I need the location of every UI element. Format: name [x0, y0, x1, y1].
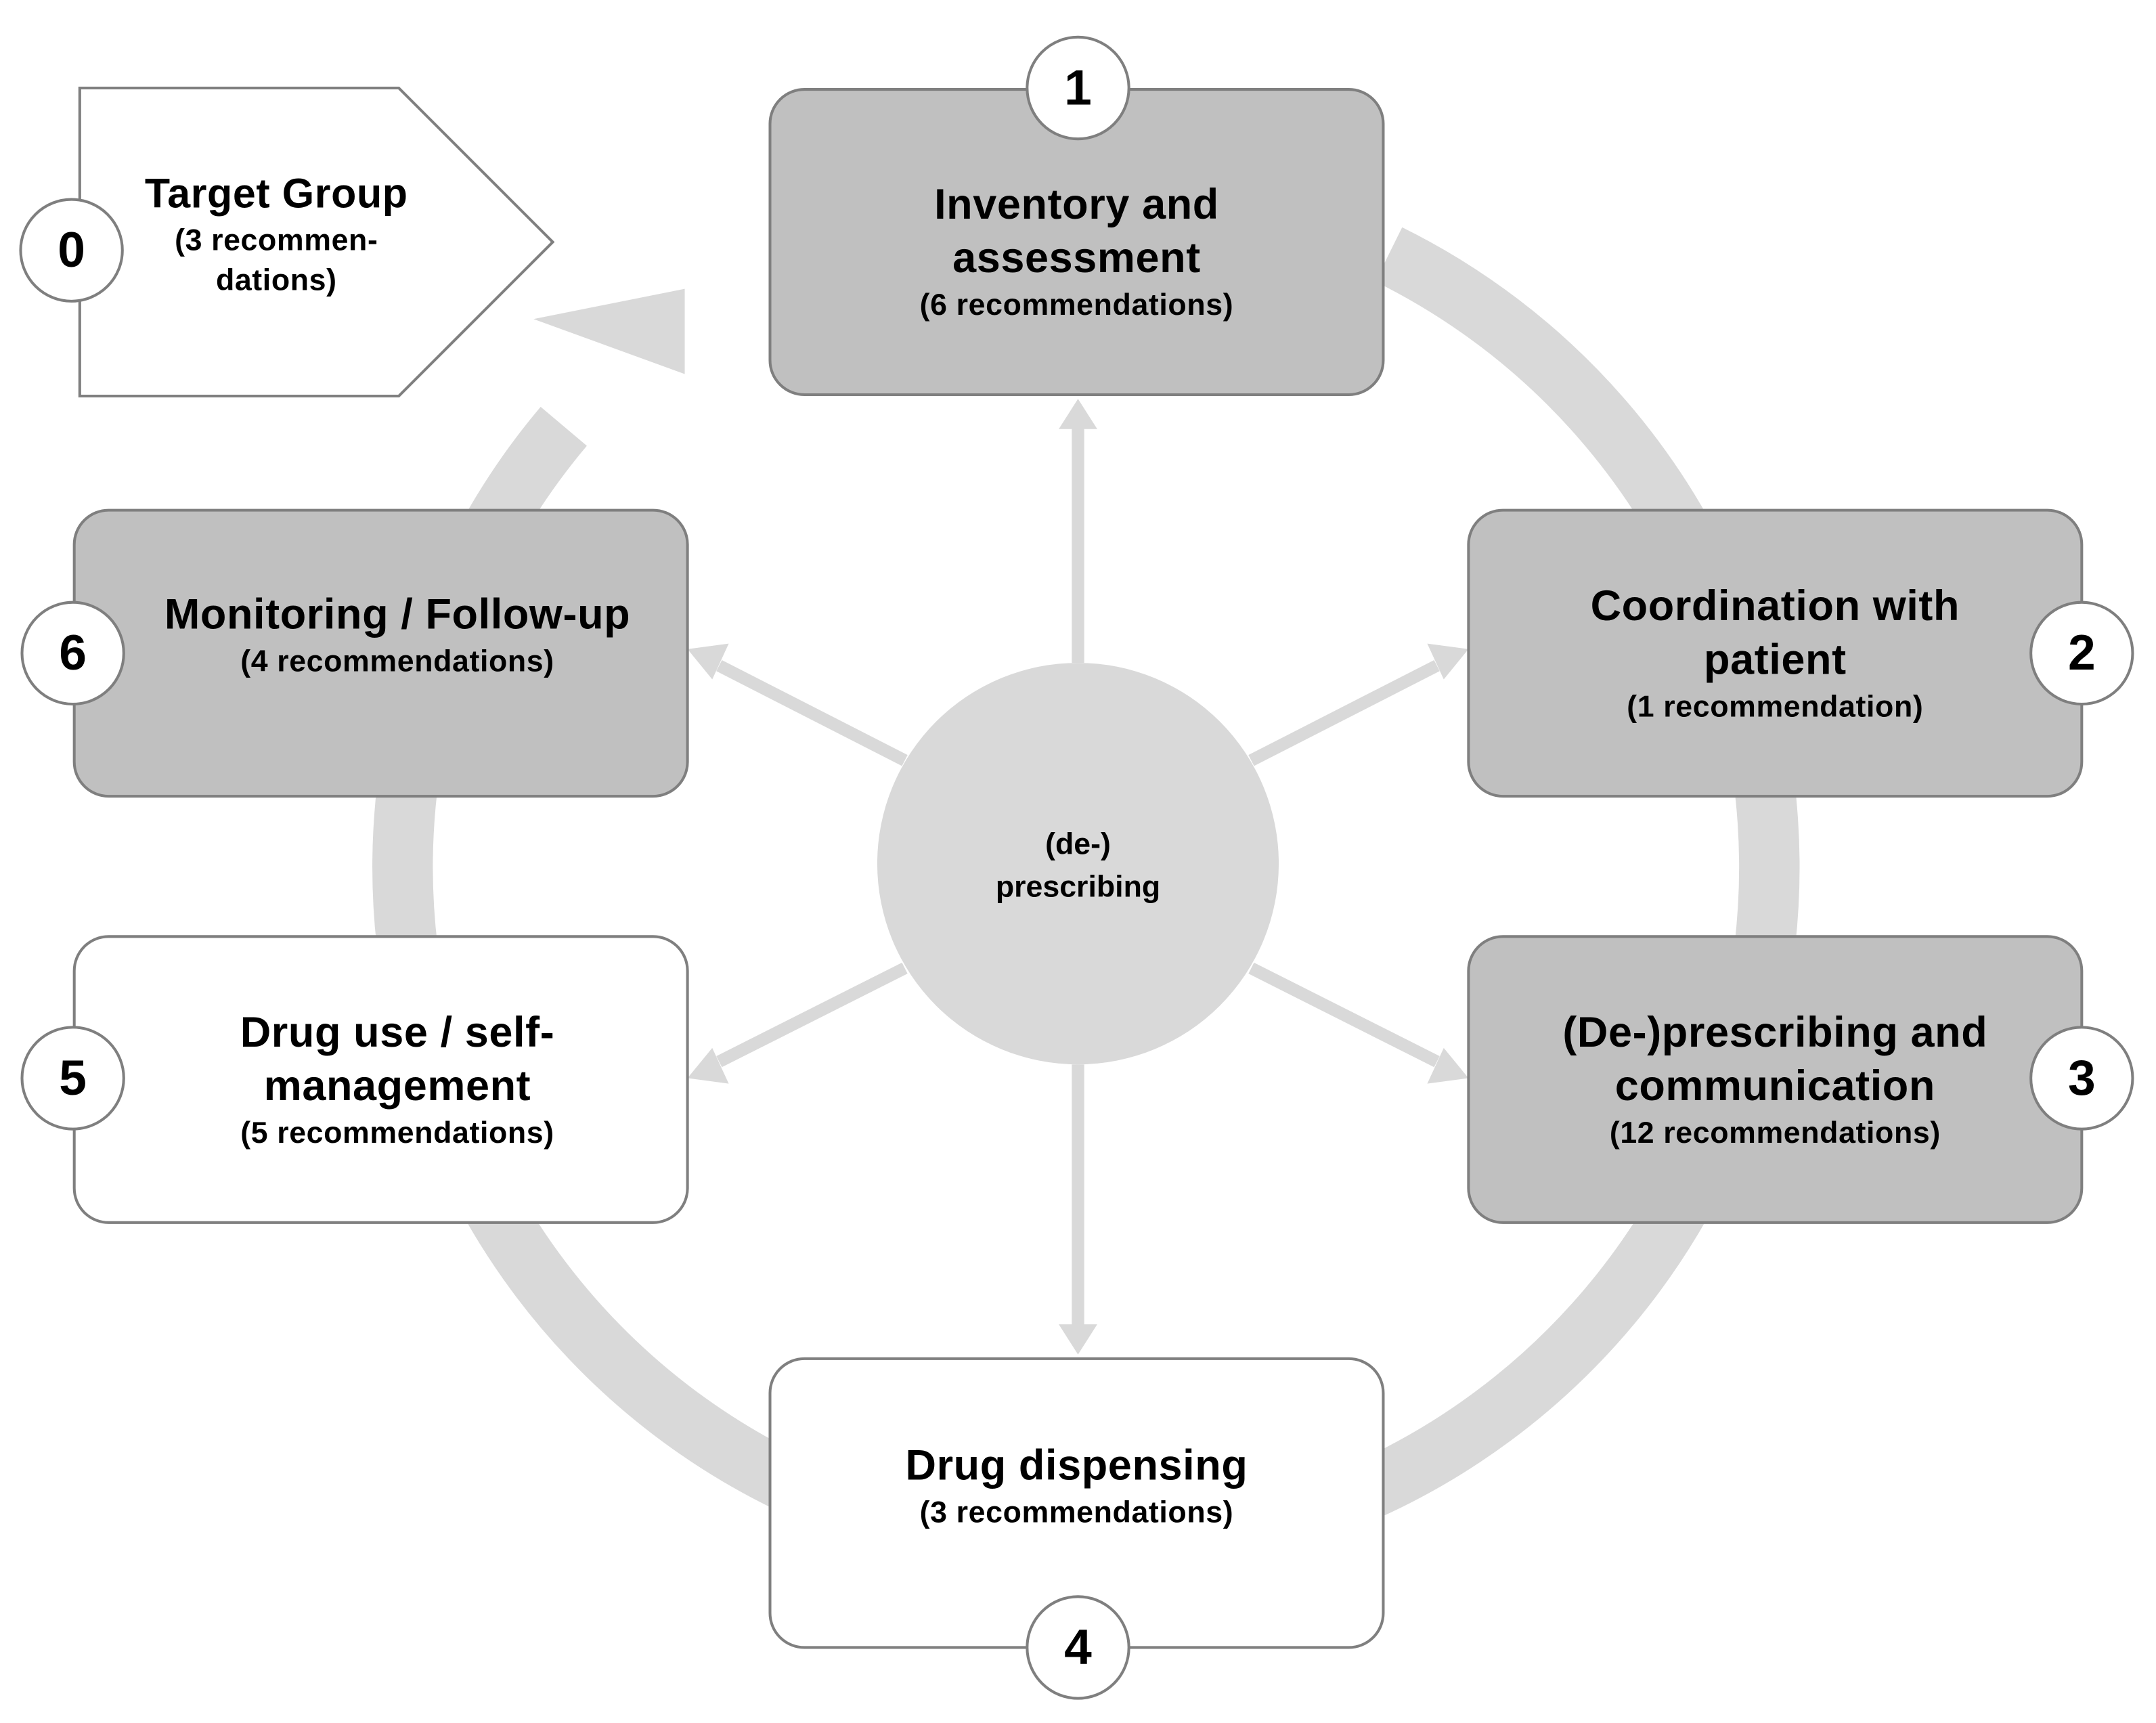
step-2-title: Coordination with patient	[1590, 582, 1960, 684]
step-4-number-badge: 4	[1026, 1595, 1130, 1700]
hub-circle	[877, 663, 1279, 1065]
step-6-title: Monitoring / Follow-up	[164, 589, 631, 638]
spoke-to-step-5	[716, 962, 908, 1068]
step-5-title: Drug use / self- management	[240, 1007, 555, 1110]
spoke-arrowhead-1	[1059, 399, 1097, 429]
step-5-subtitle: (5 recommendations)	[240, 1115, 554, 1150]
step-5-box: Drug use / self- management (5 recommend…	[72, 935, 689, 1224]
step-3-box: (De-)prescribing and communication (12 r…	[1467, 935, 2084, 1224]
step-6-box: Monitoring / Follow-up (4 recommendation…	[72, 508, 689, 798]
target-group-number-badge: 0	[19, 198, 124, 303]
hub-label: (de-) prescribing	[995, 826, 1161, 904]
spoke-to-step-6	[716, 659, 908, 766]
step-6-subtitle: (4 recommendations)	[240, 642, 554, 678]
step-1-subtitle: (6 recommendations)	[919, 287, 1234, 322]
step-3-title: (De-)prescribing and communication	[1562, 1007, 1988, 1110]
spoke-to-step-3	[1248, 962, 1440, 1068]
step-2-box: Coordination with patient (1 recommendat…	[1467, 508, 2084, 798]
step-6-number-badge: 6	[20, 601, 125, 706]
spoke-to-step-2	[1248, 659, 1440, 766]
step-2-subtitle: (1 recommendation)	[1627, 689, 1924, 724]
step-1-number-badge: 1	[1026, 35, 1130, 141]
spoke-arrowhead-4	[1059, 1324, 1097, 1355]
step-5-number-badge: 5	[20, 1026, 125, 1131]
step-2-number-badge: 2	[2029, 601, 2134, 706]
step-1-title: Inventory and assessment	[934, 180, 1219, 282]
step-3-number-badge: 3	[2029, 1026, 2134, 1131]
target-group-title: Target Group	[144, 171, 408, 217]
spoke-arrowhead-5	[687, 1047, 729, 1084]
spoke-arrowhead-2	[1427, 643, 1469, 680]
step-3-subtitle: (12 recommendations)	[1609, 1115, 1941, 1150]
target-group-subtitle: (3 recommen- dations)	[175, 223, 378, 297]
spoke-arrowhead-3	[1427, 1047, 1469, 1084]
spoke-arrowhead-6	[687, 643, 729, 680]
step-4-title: Drug dispensing	[905, 1440, 1248, 1489]
target-group-label: Target Group (3 recommen- dations)	[132, 171, 421, 300]
cycle-arrowhead	[533, 288, 685, 374]
step-4-subtitle: (3 recommendations)	[919, 1493, 1234, 1529]
target-group-pentagon	[78, 86, 555, 398]
